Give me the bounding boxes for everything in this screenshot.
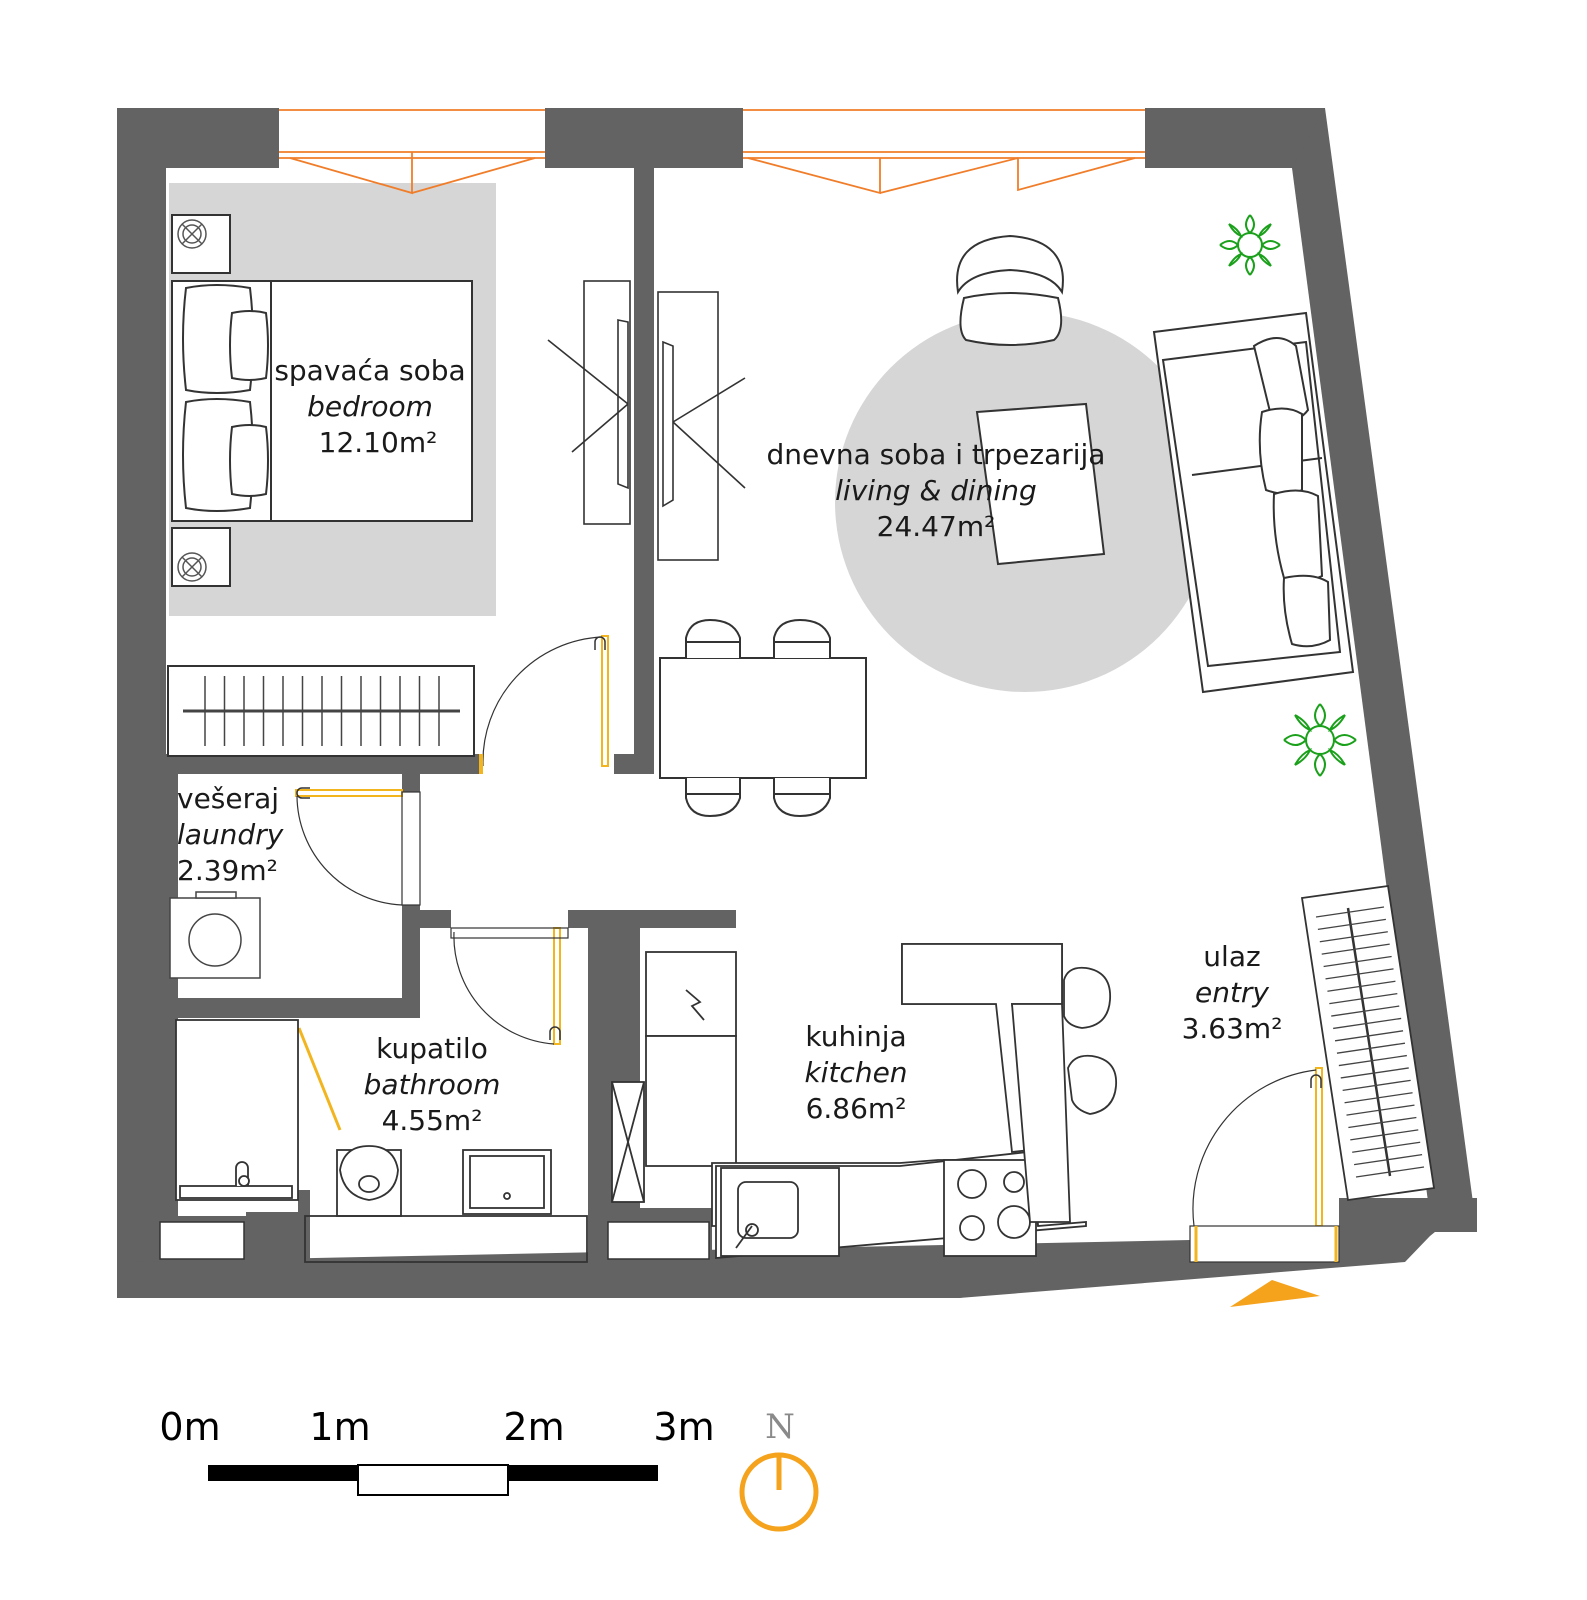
hanger — [1350, 1129, 1419, 1141]
bathroom-area: 4.55m² — [382, 1104, 483, 1137]
hanger — [1348, 1116, 1417, 1129]
dining-table — [659, 657, 867, 779]
entry-arrow-icon — [1230, 1280, 1320, 1307]
window-bedroom — [279, 109, 545, 195]
window-living — [743, 109, 1145, 195]
coffee-table — [975, 402, 1106, 566]
hanger — [1346, 1104, 1415, 1116]
hanger — [1333, 1017, 1402, 1030]
kitchen-name-local: kuhinja — [805, 1020, 906, 1053]
hanger — [1321, 943, 1390, 955]
tv-units — [547, 280, 746, 561]
hanger — [1340, 1067, 1409, 1079]
living-name-local: dnevna soba i trpezarija — [767, 438, 1106, 471]
living-name-en: living & dining — [835, 474, 1037, 507]
hanger — [1338, 1054, 1407, 1067]
bedroom-name-local: spavaća soba — [274, 354, 465, 387]
living-area: 24.47m² — [877, 510, 996, 543]
kitchen-island-body — [1011, 1003, 1071, 1223]
hanger — [1344, 1092, 1413, 1104]
north-label: N — [765, 1407, 795, 1447]
kitchen-name-en: kitchen — [804, 1056, 907, 1089]
scale-label-0: 0m — [159, 1405, 220, 1449]
hanger — [1319, 931, 1388, 943]
hanger — [1323, 955, 1392, 968]
bedroom-name-en: bedroom — [307, 390, 433, 423]
entry-name-local: ulaz — [1203, 940, 1260, 973]
label-living: dnevna soba i trpezarija living & dining… — [767, 438, 1106, 543]
fridge — [645, 951, 737, 1037]
armchair — [956, 234, 1064, 295]
entry-name-en: entry — [1195, 976, 1269, 1009]
label-kitchen: kuhinja kitchen 6.86m² — [804, 1020, 907, 1125]
scale-label-3: 3m — [653, 1405, 714, 1449]
scale-bar: 0m 1m 2m 3m — [159, 1405, 715, 1496]
wardrobe-hangers — [183, 676, 460, 746]
bedroom-furniture — [167, 214, 475, 757]
hanger — [1327, 980, 1396, 992]
doors — [295, 635, 1340, 1263]
bathroom-counter — [304, 1215, 588, 1263]
hanger — [1355, 1166, 1425, 1178]
hanger — [1354, 1153, 1423, 1166]
label-bathroom: kupatilo bathroom 4.55m² — [364, 1032, 501, 1137]
entry-wardrobe-hangers — [1315, 906, 1425, 1178]
hanger — [1317, 918, 1386, 931]
living-furniture — [659, 234, 1355, 818]
kitchen-area: 6.86m² — [806, 1092, 907, 1125]
bathroom-name-en: bathroom — [364, 1068, 501, 1101]
plant-icon — [1219, 214, 1357, 777]
scale-label-1: 1m — [309, 1405, 370, 1449]
laundry-name-local: vešeraj — [177, 782, 279, 815]
bedroom-area: 12.10m² — [319, 426, 438, 459]
label-laundry: vešeraj laundry 2.39m² — [177, 782, 284, 887]
laundry-name-en: laundry — [177, 818, 284, 851]
laundry-area: 2.39m² — [177, 854, 278, 887]
hanger — [1342, 1079, 1411, 1091]
compass: N — [739, 1407, 819, 1532]
lamp-icons — [177, 219, 207, 582]
label-bedroom: spavaća soba bedroom 12.10m² — [274, 354, 465, 459]
entry-wardrobe-rail — [1346, 907, 1392, 1177]
bathroom-fixtures — [175, 1019, 588, 1263]
bathroom-name-local: kupatilo — [376, 1032, 488, 1065]
hanger — [1336, 1042, 1406, 1054]
hanger — [1352, 1141, 1421, 1153]
wall-niches — [159, 1221, 710, 1260]
walls — [117, 108, 1477, 1298]
hanger — [1325, 968, 1394, 980]
washing-machine — [169, 891, 261, 979]
scale-label-2: 2m — [503, 1405, 564, 1449]
hanger — [1331, 1005, 1400, 1017]
hanger — [1329, 993, 1398, 1005]
hanger — [1315, 906, 1385, 918]
hanger — [1334, 1030, 1404, 1042]
label-entry: ulaz entry 3.63m² — [1182, 940, 1283, 1045]
entry-area: 3.63m² — [1182, 1012, 1283, 1045]
